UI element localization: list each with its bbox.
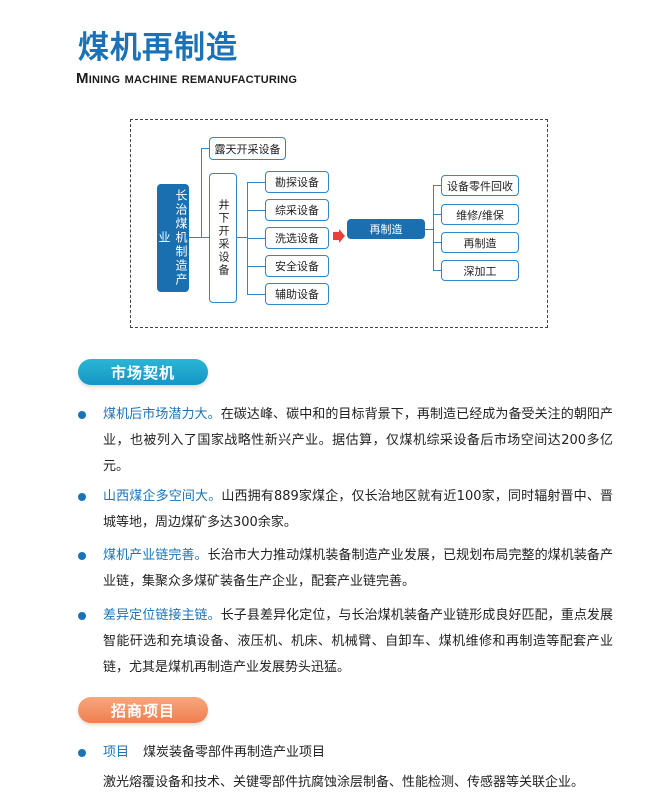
bullet-icon [78, 411, 86, 419]
project-line: 项目煤炭装备零部件再制造产业项目 [103, 745, 326, 760]
output-item: 维修/维保 [441, 204, 519, 225]
underground-item: 勘探设备 [265, 171, 329, 193]
page-title: 煤机再制造 [78, 30, 238, 66]
bullet-icon [78, 749, 86, 757]
root-node: 长治煤机制造产业 [157, 184, 189, 292]
market-item: 差异定位链接主链。长子县差异化定位，与长治煤机装备产业链形成良好匹配，重点发展智… [103, 608, 613, 675]
page-subtitle: Mining machine remanufacturing [76, 70, 298, 87]
output-item: 设备零件回收 [441, 175, 519, 196]
remanufacture-node: 再制造 [347, 219, 425, 239]
bullet-icon [78, 552, 86, 560]
underground-item: 安全设备 [265, 255, 329, 277]
output-item: 再制造 [441, 232, 519, 253]
market-item: 山西煤企多空间大。山西拥有889家煤企，仅长治地区就有近100家，同时辐射晋中、… [103, 489, 613, 530]
project-description: 激光熔覆设备和技术、关键零部件抗腐蚀涂层制备、性能检测、传感器等关联企业。 [103, 775, 585, 790]
market-heading: 市场契机 [78, 359, 208, 385]
arrow-right-icon [333, 229, 345, 243]
investment-heading: 招商项目 [78, 697, 208, 723]
underground-node: 井下开采设备 [209, 173, 237, 303]
underground-item: 辅助设备 [265, 283, 329, 305]
output-item: 深加工 [441, 260, 519, 281]
industry-chain-diagram: 长治煤机制造产业 露天开采设备 井下开采设备 勘探设备 综采设备 洗选设备 安全… [130, 119, 548, 328]
bullet-icon [78, 493, 86, 501]
underground-item: 综采设备 [265, 199, 329, 221]
bullet-icon [78, 612, 86, 620]
market-item: 煤机后市场潜力大。在碳达峰、碳中和的目标背景下，再制造已经成为备受关注的朝阳产业… [103, 407, 613, 474]
underground-item: 洗选设备 [265, 227, 329, 249]
open-pit-node: 露天开采设备 [209, 137, 286, 160]
market-item: 煤机产业链完善。长治市大力推动煤机装备制造产业发展，已规划布局完整的煤机装备产业… [103, 548, 613, 589]
